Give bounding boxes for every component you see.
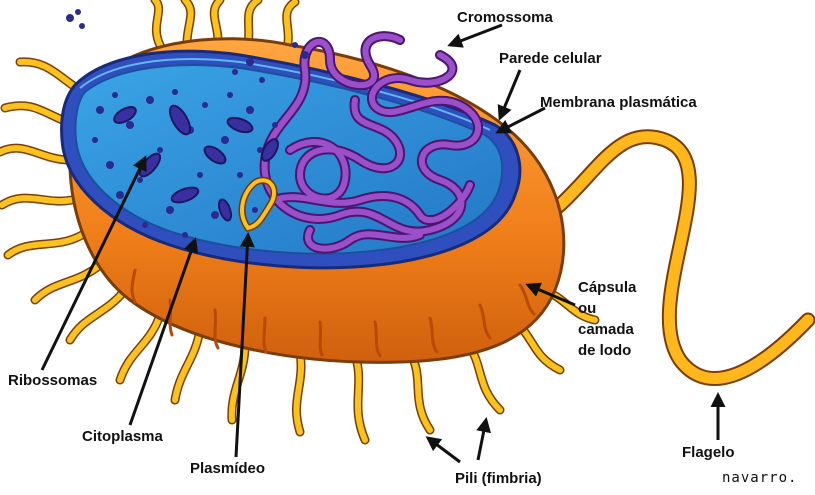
- label-parede-celular: Parede celular: [499, 50, 602, 68]
- arrow-pili-1: [428, 438, 460, 462]
- arrow-membrana: [498, 108, 545, 132]
- label-capsula-2: ou: [578, 300, 596, 318]
- artist-signature: navarro.: [722, 470, 797, 486]
- label-capsula-3: camada: [578, 321, 634, 339]
- label-capsula-4: de lodo: [578, 342, 631, 360]
- arrow-parede: [500, 70, 520, 118]
- label-cromossoma: Cromossoma: [457, 9, 553, 27]
- label-capsula-1: Cápsula: [578, 279, 636, 297]
- label-flagelo: Flagelo: [682, 444, 735, 462]
- arrow-cromossoma: [450, 25, 502, 45]
- flagellum: [528, 137, 808, 379]
- label-plasmideo: Plasmídeo: [190, 460, 265, 478]
- label-ribossomas: Ribossomas: [8, 372, 97, 390]
- label-membrana-plasmatica: Membrana plasmática: [540, 94, 697, 112]
- label-pili: Pili (fimbria): [455, 470, 542, 488]
- label-citoplasma: Citoplasma: [82, 428, 163, 446]
- arrow-pili-2: [478, 420, 486, 460]
